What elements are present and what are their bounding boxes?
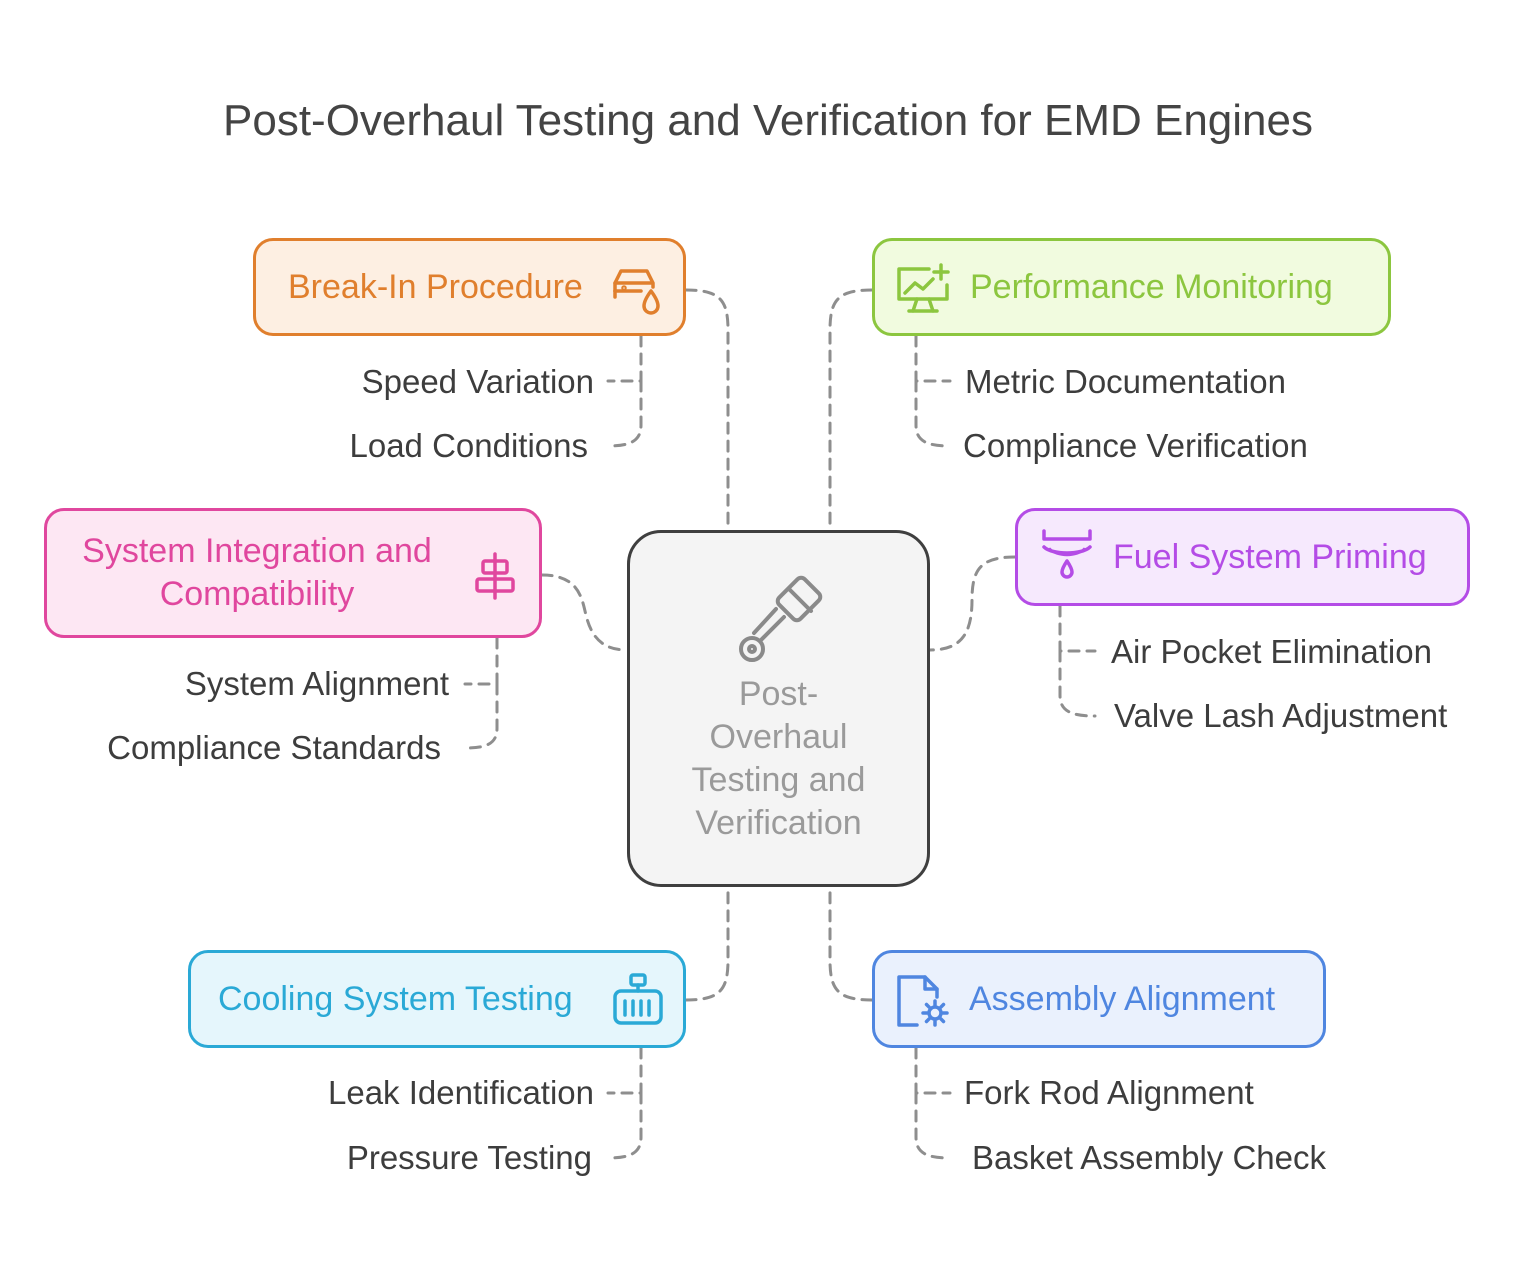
connector-pressure-testing <box>606 1091 643 1160</box>
load-conditions-item: Load Conditions <box>349 427 588 464</box>
fuel-drip-icon <box>1042 529 1092 579</box>
diagram-title: Post-Overhaul Testing and Verification f… <box>223 96 1313 145</box>
center-label-line: Post- <box>738 675 819 713</box>
file-gear-icon <box>897 975 949 1027</box>
system-integration-label: System Integration and Compatibility <box>47 530 467 616</box>
system-integration-label-line: Compatibility <box>159 575 355 613</box>
connector-compliance-standards <box>463 682 499 750</box>
center-label-line: Testing and <box>691 761 866 799</box>
center-label-line: Verification <box>695 804 862 842</box>
center-label: Post- Overhaul Testing and Verification <box>630 673 927 845</box>
connector-break-in <box>684 288 730 532</box>
break-in-procedure-label: Break-In Procedure <box>288 267 583 306</box>
pressure-testing-item: Pressure Testing <box>346 1139 592 1176</box>
fuel-system-priming-label: Fuel System Priming <box>1113 537 1427 576</box>
performance-monitoring-node: Performance Monitoring <box>872 238 1391 336</box>
system-integration-label-line: System Integration and <box>82 532 432 570</box>
cooling-system-testing-label: Cooling System Testing <box>218 979 573 1018</box>
connector-performance <box>828 288 874 532</box>
basket-assembly-check-item: Basket Assembly Check <box>972 1139 1326 1176</box>
fork-rod-alignment-item: Fork Rod Alignment <box>964 1074 1254 1111</box>
center-label-line: Overhaul <box>709 718 848 756</box>
compliance-standards-item: Compliance Standards <box>107 729 441 766</box>
compliance-verification-item: Compliance Verification <box>963 427 1308 464</box>
connector-speed-variation <box>606 334 643 383</box>
system-alignment-item: System Alignment <box>184 665 449 702</box>
valve-lash-adjustment-item: Valve Lash Adjustment <box>1114 697 1448 734</box>
connector-cooling <box>684 885 730 1002</box>
break-in-procedure-node: Break-In Procedure <box>253 238 686 336</box>
connector-leak-identification <box>606 1046 643 1095</box>
align-center-icon <box>475 552 515 600</box>
air-pocket-elimination-item: Air Pocket Elimination <box>1111 633 1432 670</box>
connector-air-pocket <box>1058 604 1097 653</box>
assembly-alignment-node: Assembly Alignment <box>872 950 1326 1048</box>
performance-monitoring-label: Performance Monitoring <box>970 267 1333 306</box>
cooling-system-testing-node: Cooling System Testing <box>188 950 686 1048</box>
connector-compliance-verification <box>914 379 952 448</box>
speed-variation-item: Speed Variation <box>361 363 594 400</box>
assembly-alignment-label: Assembly Alignment <box>969 979 1276 1018</box>
connector-integration <box>540 573 629 652</box>
radiator-icon <box>613 973 663 1025</box>
connector-fork-rod <box>914 1046 952 1095</box>
monitor-chart-icon <box>897 263 950 313</box>
system-integration-node: System Integration and Compatibility <box>44 508 542 638</box>
connector-metric-documentation <box>914 334 952 383</box>
connector-basket-check <box>914 1091 952 1160</box>
connector-assembly <box>828 885 874 1002</box>
connector-valve-lash <box>1058 649 1097 718</box>
connector-fuel <box>928 555 1017 652</box>
fuel-system-priming-node: Fuel System Priming <box>1015 508 1470 606</box>
center-node: Post- Overhaul Testing and Verification <box>627 530 930 887</box>
car-oil-icon <box>613 269 660 315</box>
leak-identification-item: Leak Identification <box>327 1074 594 1111</box>
metric-documentation-item: Metric Documentation <box>965 363 1286 400</box>
piston-icon <box>739 575 823 662</box>
connector-system-alignment <box>463 636 499 686</box>
connector-load-conditions <box>606 379 643 448</box>
